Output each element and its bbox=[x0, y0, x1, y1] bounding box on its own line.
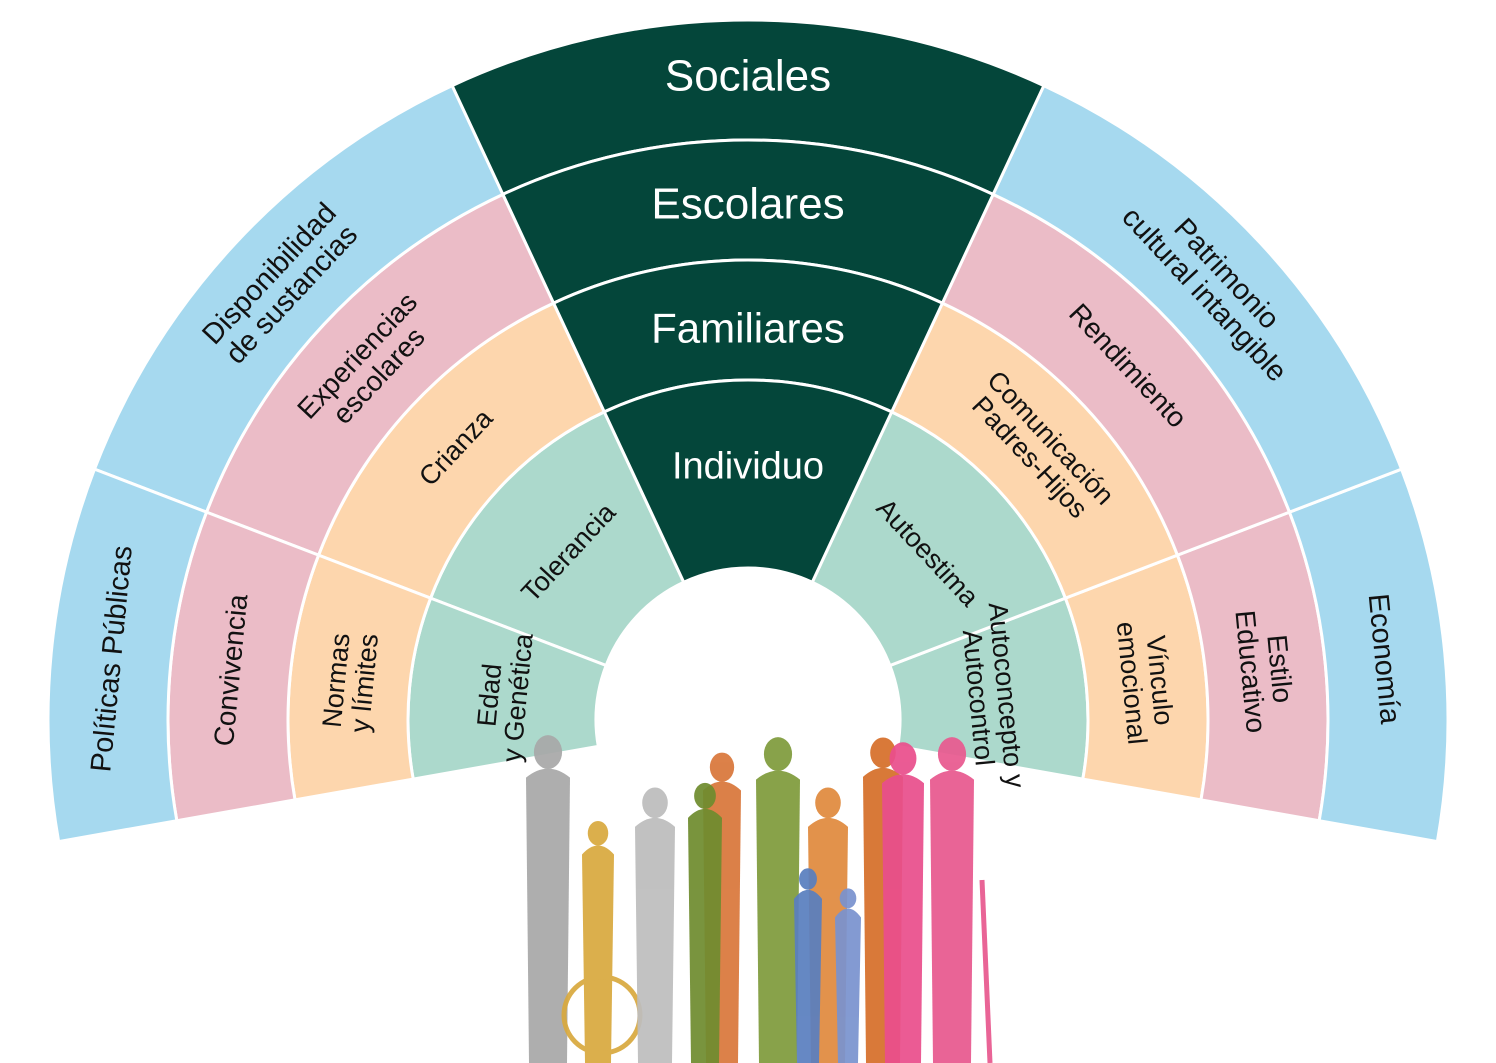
person-silhouette bbox=[526, 735, 570, 1063]
person-silhouette bbox=[561, 820, 643, 1063]
person-silhouette bbox=[930, 737, 993, 1063]
person-silhouette bbox=[835, 888, 861, 1063]
person-silhouette bbox=[794, 868, 822, 1063]
core-label-sociales: Sociales bbox=[665, 51, 831, 100]
person-silhouette bbox=[688, 782, 722, 1063]
social-sector-left-bottom bbox=[46, 467, 209, 844]
cane bbox=[979, 879, 993, 1063]
person-silhouette bbox=[756, 737, 800, 1063]
people-silhouettes bbox=[526, 735, 993, 1063]
core-label-escolares: Escolares bbox=[651, 179, 844, 228]
core-label-individuo: Individuo bbox=[672, 445, 824, 487]
person-silhouette bbox=[882, 742, 924, 1063]
label-line: Edad bbox=[472, 662, 508, 728]
label-line: Estilo bbox=[1261, 633, 1298, 704]
person-silhouette bbox=[635, 787, 675, 1063]
core-label-familiares: Familiares bbox=[651, 305, 845, 352]
individuo-band bbox=[602, 378, 894, 585]
